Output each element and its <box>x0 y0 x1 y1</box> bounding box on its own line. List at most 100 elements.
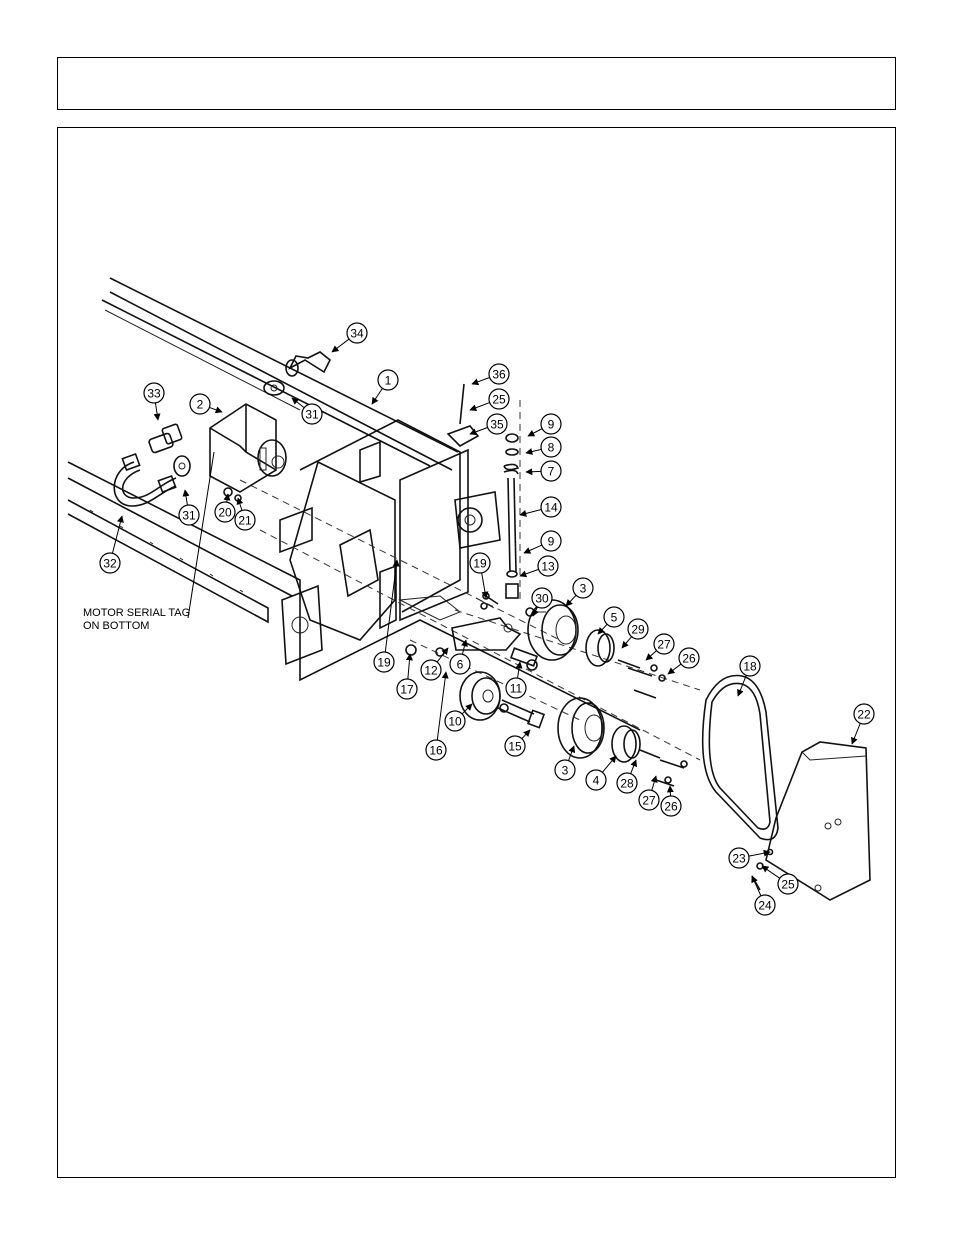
callout-number: 22 <box>857 708 871 722</box>
taper-bushing-lower <box>612 726 640 762</box>
callout-number: 35 <box>490 418 504 432</box>
callout-31: 31 <box>292 398 322 424</box>
callout-number: 19 <box>473 557 487 571</box>
idler-pulley <box>460 672 500 720</box>
bushing-screws-upper <box>618 660 665 698</box>
callout-number: 7 <box>548 465 555 479</box>
callout-leader <box>520 569 539 576</box>
callout-number: 17 <box>400 683 414 697</box>
callout-leader <box>670 786 671 796</box>
callout-leader <box>372 388 382 404</box>
elbow-fitting <box>286 352 330 376</box>
callout-leader <box>852 723 860 744</box>
callout-13: 13 <box>520 556 558 576</box>
nut-frame <box>406 645 416 655</box>
callout-9: 9 <box>528 414 561 436</box>
callout-leader <box>646 651 657 660</box>
callout-number: 25 <box>781 878 795 892</box>
bushing-screws-lower <box>640 750 687 786</box>
callout-number: 9 <box>548 418 555 432</box>
callout-2: 2 <box>190 394 222 414</box>
tension-rod-assembly <box>504 434 518 598</box>
callout-leader <box>522 730 530 739</box>
callout-number: 29 <box>631 623 645 637</box>
callout-leader <box>332 339 349 352</box>
callout-7: 7 <box>526 461 561 481</box>
hose-adapter <box>148 424 182 454</box>
callout-leader <box>408 654 410 679</box>
callout-leader <box>566 595 576 606</box>
callout-leader <box>209 407 222 412</box>
callout-10: 10 <box>445 704 472 731</box>
callout-number: 36 <box>492 368 506 382</box>
drive-pulley-lower <box>558 698 604 758</box>
callout-number: 5 <box>611 611 618 625</box>
callout-number: 31 <box>182 509 196 523</box>
callout-22: 22 <box>852 704 874 744</box>
callout-leader <box>526 449 541 453</box>
pin-assembly <box>448 384 478 446</box>
callout-32: 32 <box>100 516 122 573</box>
callout-35: 35 <box>470 414 507 434</box>
callout-27: 27 <box>646 634 674 660</box>
callout-25: 25 <box>470 389 509 410</box>
callout-15: 15 <box>505 730 530 756</box>
callout-14: 14 <box>520 497 561 517</box>
callout-number: 15 <box>508 740 522 754</box>
callout-29: 29 <box>622 619 648 648</box>
callout-leader <box>524 545 542 553</box>
callout-26: 26 <box>661 786 681 816</box>
callout-leader <box>668 664 681 674</box>
callout-8: 8 <box>526 437 561 457</box>
callout-number: 33 <box>147 387 161 401</box>
callout-number: 32 <box>103 557 117 571</box>
callout-19: 19 <box>470 553 490 598</box>
hydraulic-hose <box>114 454 176 506</box>
callout-number: 34 <box>350 327 364 341</box>
callout-number: 1 <box>385 374 392 388</box>
callout-6: 6 <box>450 640 470 674</box>
callout-leader <box>602 756 616 772</box>
bolt-large <box>498 700 544 728</box>
callout-number: 26 <box>682 652 696 666</box>
callout-leader <box>472 377 490 384</box>
fitting-side <box>174 456 190 476</box>
callout-leader <box>112 516 122 553</box>
serial-tag-note-line-1: MOTOR SERIAL TAG <box>83 607 190 619</box>
callout-20: 20 <box>215 494 235 522</box>
callout-number: 12 <box>424 664 438 678</box>
callout-leader <box>185 490 187 505</box>
callout-leader <box>437 672 446 740</box>
callout-number: 3 <box>562 764 569 778</box>
hydraulic-motor <box>210 404 286 492</box>
callout-4: 4 <box>586 756 616 790</box>
callout-17: 17 <box>397 654 417 699</box>
callout-number: 14 <box>544 501 558 515</box>
callout-number: 8 <box>548 441 555 455</box>
callout-5: 5 <box>598 607 624 634</box>
callout-number: 18 <box>743 660 757 674</box>
taper-bushing-upper <box>586 630 614 666</box>
callout-number: 6 <box>457 658 464 672</box>
callout-36: 36 <box>472 364 509 384</box>
callout-number: 4 <box>593 774 600 788</box>
callout-31: 31 <box>179 490 199 525</box>
callout-number: 10 <box>448 715 462 729</box>
callout-1: 1 <box>372 370 398 404</box>
callout-leader <box>520 509 541 515</box>
callout-number: 13 <box>541 560 555 574</box>
callout-leader <box>528 429 542 436</box>
callout-number: 21 <box>238 514 252 528</box>
serial-tag-note-line-2: ON BOTTOM <box>83 620 149 632</box>
callout-26: 26 <box>668 648 699 674</box>
callout-27: 27 <box>639 776 659 810</box>
callout-12: 12 <box>421 648 448 680</box>
callout-number: 30 <box>535 592 549 606</box>
callout-number: 31 <box>305 408 319 422</box>
callout-16: 16 <box>426 672 446 760</box>
callout-28: 28 <box>617 760 637 793</box>
callout-leader <box>652 776 656 790</box>
fitting-top <box>264 381 284 395</box>
callout-layer: 1231333436253598714913312021321933052927… <box>100 323 874 915</box>
